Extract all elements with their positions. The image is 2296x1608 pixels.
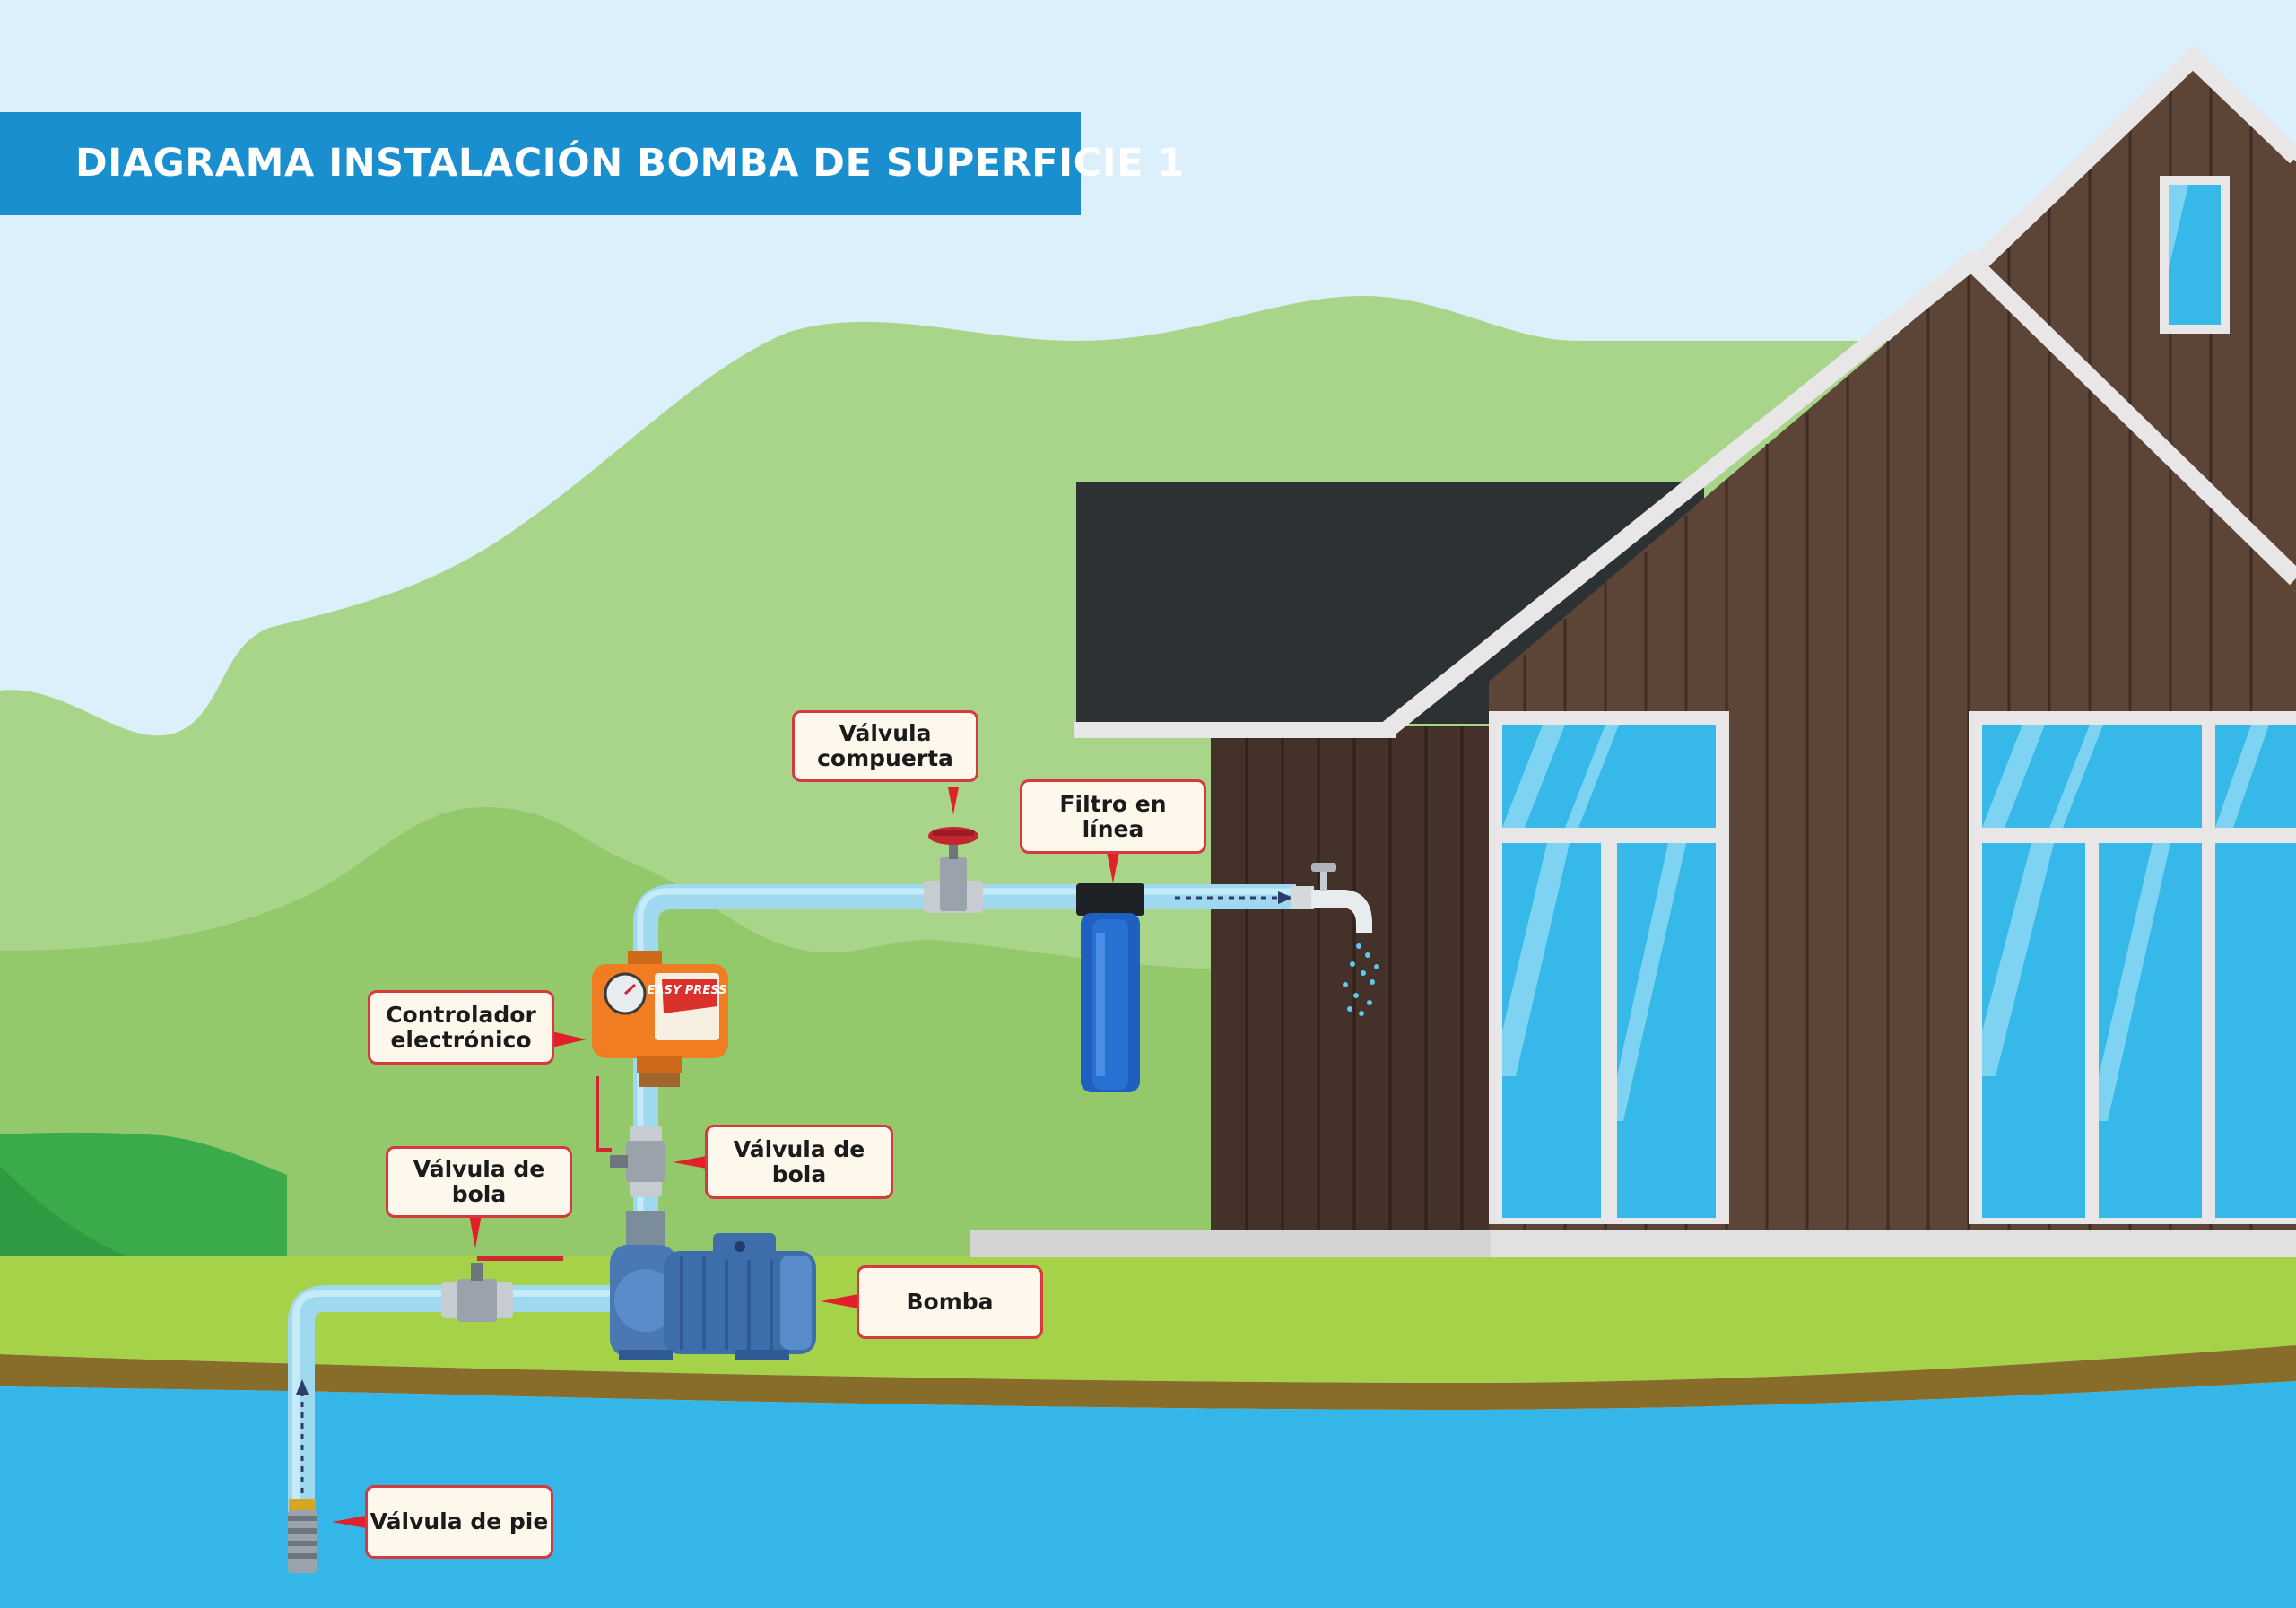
title-banner: DIAGRAMA INSTALACIÓN BOMBA DE SUPERFICIE… xyxy=(0,112,1184,215)
ball-valve-discharge xyxy=(596,1076,665,1197)
gate-valve xyxy=(924,827,983,913)
grass xyxy=(0,1256,2296,1383)
pipe-system: EASY PRESS xyxy=(288,787,1379,1573)
annex-eave xyxy=(1074,722,1396,738)
suction-pipe xyxy=(288,1285,628,1569)
house xyxy=(970,46,2296,1257)
soil xyxy=(0,1345,2296,1410)
inline-filter xyxy=(1076,883,1144,1092)
annex-siding xyxy=(1245,726,1464,1233)
label-controlador-electronico: Controlador electrónico xyxy=(368,990,554,1065)
label-filtro-en-linea: Filtro en línea xyxy=(1020,779,1206,854)
flow-arrow-right xyxy=(1278,891,1293,904)
foot-valve xyxy=(288,1499,317,1573)
water-body xyxy=(0,1381,2296,1608)
label-valvula-de-bola-suction: Válvula de bola xyxy=(386,1146,572,1218)
label-valvula-compuerta: Válvula compuerta xyxy=(792,710,978,782)
surface-pump xyxy=(610,1211,816,1360)
label-valvula-de-bola-discharge: Válvula de bola xyxy=(705,1125,893,1199)
controller-brand: EASY PRESS xyxy=(648,984,727,997)
hill-dark-2 xyxy=(0,1166,126,1256)
ball-valve-suction xyxy=(441,1256,563,1322)
water-drops xyxy=(1343,943,1379,1016)
label-valvula-de-pie: Válvula de pie xyxy=(365,1485,553,1559)
roof-trim-upper xyxy=(1967,46,2296,276)
discharge-pipe xyxy=(633,884,1296,1238)
callout-pointers xyxy=(332,787,1119,1528)
diagram-title: DIAGRAMA INSTALACIÓN BOMBA DE SUPERFICIE… xyxy=(75,141,1185,186)
faucet xyxy=(1292,863,1379,1016)
electronic-controller: EASY PRESS xyxy=(592,951,728,1087)
flow-arrow-up xyxy=(296,1379,309,1395)
label-bomba: Bomba xyxy=(857,1265,1043,1339)
hill-mid xyxy=(0,807,1220,1345)
